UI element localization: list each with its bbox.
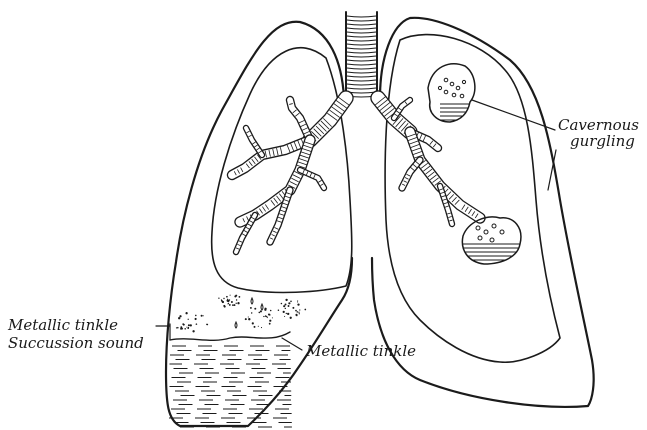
pleural-fluid [168,295,306,427]
label-metallic-tinkle-left: Metallic tinkle [7,316,118,334]
left-bronchial-tree [232,97,349,252]
label-succussion-sound: Succussion sound [8,334,144,352]
trachea [346,12,377,98]
upper-cavity [428,64,476,122]
left-lung [166,22,352,426]
label-metallic-tinkle-center: Metallic tinkle [305,342,416,360]
lower-cavity [458,217,526,264]
label-gurgling: gurgling [570,132,635,150]
